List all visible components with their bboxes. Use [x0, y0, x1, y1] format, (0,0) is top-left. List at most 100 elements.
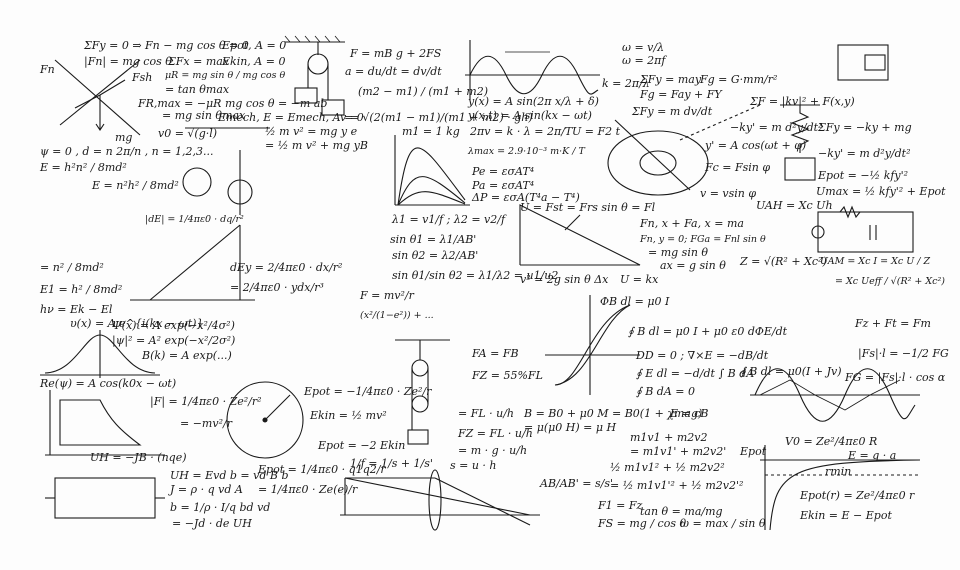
- formula: Epot(r) = Ze²/4πε0 r: [800, 489, 915, 502]
- formula: = FL · u/h: [458, 407, 515, 420]
- formula: v = vsin φ: [700, 187, 757, 200]
- formula: UH = −JB · (nqe): [90, 451, 187, 464]
- formula: Epot = −2 Ekin: [318, 439, 406, 452]
- formula: Ψ(x) = A exp(−x²/4σ²): [112, 319, 235, 332]
- formula: ω = max / sin θ: [680, 517, 766, 530]
- formula: = mg sin θ: [648, 246, 709, 259]
- formula: ΣF = |kv|² + F(x,y): [750, 95, 855, 108]
- formula: F = mB g + 2FS: [350, 47, 442, 60]
- formula: Fn: [40, 63, 55, 76]
- formula: ½ m v² = mg y e: [265, 125, 358, 138]
- formula: ψ = 0 , d = n 2π/n , n = 1,2,3...: [40, 145, 214, 158]
- formula: Emech, E = Emech, A = 0: [218, 111, 364, 124]
- formula: UH = Evd b = vd B b: [170, 469, 289, 482]
- formula: ½ m1v1² + ½ m2v2²: [610, 461, 725, 474]
- formula: Fg = Fay + FY: [640, 88, 722, 101]
- formula: F = mv²/r: [360, 289, 414, 302]
- formula: λmax = 2.9·10⁻³ m·K / T: [468, 146, 585, 157]
- formula: = μ(μ0 H) = μ H: [524, 421, 617, 434]
- formula: ∮ E dl = −d/dt ∫ B dA: [636, 367, 755, 380]
- formula: ∮ B dl = μ0 I + μ0 ε0 dΦE/dt: [628, 325, 788, 338]
- formula: = 1/4πε0 · Ze(e)/r: [258, 483, 358, 496]
- formula: mg: [115, 131, 133, 144]
- formula: y(x,t) = A sin(kx − ωt): [468, 109, 592, 122]
- incline-triangle: [519, 204, 641, 266]
- formula: DD = 0 ; ∇×E = −dB/dt: [636, 349, 769, 362]
- formula: 2πv = k · λ = 2π/T: [470, 125, 573, 138]
- formula: λ1 = v1/f ; λ2 = v2/f: [392, 213, 506, 226]
- rotation-diagram: [182, 127, 270, 215]
- formula: m1v1 + m2v2: [630, 431, 708, 444]
- formula: Fc = Fsin φ: [705, 161, 771, 174]
- formula: v² = 2g sin θ Δx: [520, 273, 609, 286]
- formula: v = √(2(m1 − m1)/(m1 + m2) · gh): [340, 111, 533, 124]
- formula: m1 = 1 kg: [402, 125, 460, 138]
- formula: = tan θmax: [165, 83, 230, 96]
- blackbody-curve: [394, 135, 470, 206]
- formula: υ(x) = A e^{i(kx − ωt)}: [70, 317, 204, 330]
- formula: Umax = ½ kfy'² + Epot: [816, 185, 946, 198]
- formula: AB/AB' = s/s': [540, 477, 614, 490]
- formula: E = q · a: [848, 449, 897, 462]
- formula: Re(ψ) = A cos(k0x − ωt): [40, 377, 177, 390]
- formula: ΣFy = may: [640, 73, 702, 86]
- formula: k = 2π/λ: [602, 77, 650, 90]
- formula: ∮ B dA = 0: [636, 385, 696, 398]
- formula: tan θ = ma/mg: [640, 505, 723, 518]
- formula: v0 = √(g·l): [158, 127, 218, 140]
- pulley-diagram-top: [284, 35, 345, 116]
- formula: FG = |Fs|·l · cos α: [845, 371, 946, 384]
- formula: sin θ1 = λ1/AB': [390, 233, 477, 246]
- formula: ΣFy = m dv/dt: [632, 105, 713, 118]
- gaussian-packet: [40, 330, 160, 378]
- sine-wave-plot: [465, 40, 600, 100]
- formula: a = du/dt = dv/dt: [345, 65, 442, 78]
- spring-block-diagram: [780, 44, 889, 181]
- pulley-stack: [395, 339, 450, 445]
- formula: E = cB: [670, 407, 709, 420]
- formula: s = u · h: [450, 459, 497, 472]
- formula: = Xc Ueff / √(R² + Xc²): [835, 276, 946, 287]
- formula: Pe = εσAT⁴: [472, 165, 535, 178]
- formula: ΔP = εσA(T⁴a − T⁴): [472, 191, 580, 204]
- formula: (x²/(1−e²)) + ...: [360, 310, 434, 321]
- formula: ΣFx = max: [168, 55, 230, 68]
- formula: = m · g · u/h: [458, 444, 528, 457]
- formula: Epot = −1/4πε0 · Ze²/r: [304, 385, 432, 398]
- em-wave: [750, 368, 920, 422]
- formula: |ψ|² = A² exp(−x²/2σ²): [112, 334, 236, 347]
- formula: ω = 2πf: [622, 54, 666, 67]
- formula: Fn, y = 0; FGa = Fnl sin θ: [640, 234, 766, 245]
- formula: = m1v1' + m2v2': [630, 445, 727, 458]
- formula: ΣFy = 0 ⇒ Fn − mg cos θ = 0: [84, 39, 249, 52]
- formula: E = n²h² / 8md²: [92, 179, 179, 192]
- formula: −ky' = m d²y/dt²: [730, 121, 823, 134]
- pv-cycle: [45, 390, 165, 456]
- formula: = −Jd · de UH: [172, 517, 252, 530]
- formula: y' = A cos(ωt + φ): [705, 139, 807, 152]
- formula: dEy = 2/4πε0 · dx/r²: [230, 261, 343, 274]
- formula: FS = mg / cos θ: [598, 517, 687, 530]
- rc-circuit: [811, 205, 914, 253]
- formula: ω = v/λ: [622, 41, 665, 54]
- formula: FZ = FL · u/h: [458, 427, 533, 440]
- atom-orbit: [226, 381, 304, 459]
- hysteresis-loop: [545, 295, 640, 395]
- formula: = −mv²/r: [180, 417, 232, 430]
- potential-curve: [760, 445, 921, 531]
- formula: = 2/4πε0 · ydx/r³: [230, 281, 324, 294]
- formula: FA = FB: [472, 347, 519, 360]
- formula: Fz + Ft = Fm: [855, 317, 931, 330]
- formula: UAM = Xc I = Xc U / Z: [820, 256, 931, 267]
- formula: Z = √(R² + Xc²): [740, 255, 827, 268]
- formula: = n² / 8md²: [40, 261, 104, 274]
- formula: Ekin = E − Epot: [800, 509, 892, 522]
- formula: Fg = G·mm/r²: [700, 73, 778, 86]
- formula: = ½ m v² + mg yB: [265, 139, 368, 152]
- formula: Pa = εσAT⁴: [472, 179, 535, 192]
- formula: = mg sin θmax: [162, 109, 246, 122]
- formula: y(x) = A sin(2π x/λ + δ): [468, 95, 599, 108]
- formula: E1 = h² / 8md²: [40, 283, 123, 296]
- lens-ray-diagram: [340, 469, 540, 531]
